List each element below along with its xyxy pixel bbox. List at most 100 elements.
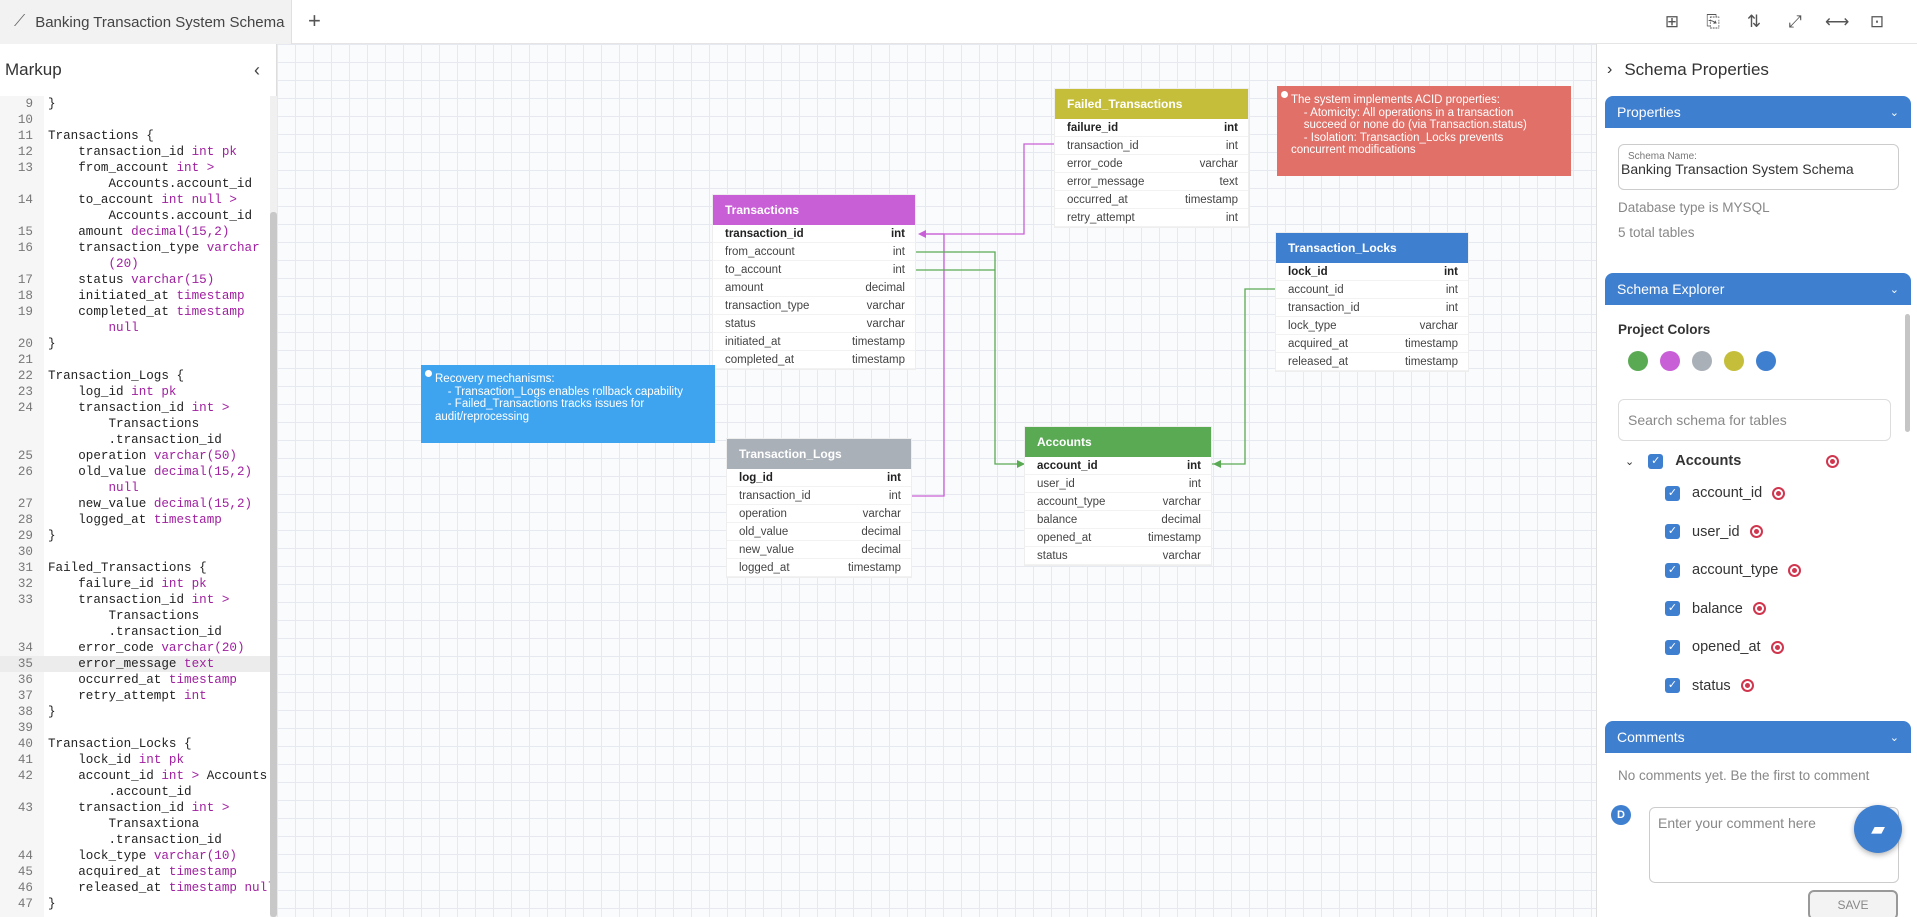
add-tab-button[interactable]: +	[308, 8, 321, 33]
checkbox-icon[interactable]: ✓	[1665, 562, 1680, 578]
code-line[interactable]: 10	[0, 112, 270, 128]
checkbox-icon[interactable]: ✓	[1665, 601, 1680, 616]
code-line[interactable]: 26 old_value decimal(15,2)	[0, 464, 270, 480]
color-swatch[interactable]	[1660, 351, 1680, 371]
color-swatch[interactable]	[1692, 351, 1712, 371]
code-line[interactable]: 47}	[0, 896, 270, 912]
table-header[interactable]: Transaction_Locks	[1276, 233, 1468, 263]
tree-field[interactable]: ✓status	[1665, 675, 1754, 697]
code-line[interactable]: 13 from_account int >	[0, 160, 270, 176]
fullscreen-icon[interactable]: ⤢	[1788, 12, 1802, 31]
code-line[interactable]: 24 transaction_id int >	[0, 400, 270, 416]
code-line[interactable]: 19 completed_at timestamp	[0, 304, 270, 320]
code-line[interactable]: 17 status varchar(15)	[0, 272, 270, 288]
code-line[interactable]: 21	[0, 352, 270, 368]
code-line[interactable]: 20}	[0, 336, 270, 352]
section-schema-explorer[interactable]: Schema Explorer ⌄	[1605, 273, 1911, 305]
code-line[interactable]: 36 occurred_at timestamp	[0, 672, 270, 688]
color-swatch[interactable]	[1756, 351, 1776, 371]
code-line[interactable]: .transaction_id	[0, 624, 270, 640]
note-handle-icon[interactable]	[1281, 91, 1288, 98]
table-header[interactable]: Accounts	[1025, 427, 1211, 457]
code-line[interactable]: (20)	[0, 256, 270, 272]
section-properties[interactable]: Properties ⌄	[1605, 96, 1911, 128]
code-line[interactable]: 34 error_code varchar(20)	[0, 640, 270, 656]
tree-field[interactable]: ✓account_id	[1665, 482, 1786, 504]
tree-field[interactable]: ✓user_id	[1665, 521, 1763, 543]
comment-input[interactable]: Enter your comment here	[1649, 807, 1899, 883]
code-line[interactable]: 27 new_value decimal(15,2)	[0, 496, 270, 512]
code-line[interactable]: 37 retry_attempt int	[0, 688, 270, 704]
tab-schema[interactable]: ⟋ Banking Transaction System Schema	[0, 0, 292, 44]
schema-name-field[interactable]: Schema Name: Banking Transaction System …	[1618, 144, 1899, 190]
target-icon[interactable]	[1788, 563, 1802, 577]
code-line[interactable]: 28 logged_at timestamp	[0, 512, 270, 528]
tree-field[interactable]: ✓account_type	[1665, 559, 1802, 581]
color-swatch[interactable]	[1628, 351, 1648, 371]
code-line[interactable]: 30	[0, 544, 270, 560]
save-button[interactable]: SAVE	[1808, 890, 1898, 917]
schema-search-input[interactable]: Search schema for tables	[1618, 399, 1891, 441]
select-area-icon[interactable]: ⊡	[1869, 12, 1885, 31]
code-line[interactable]: 42 account_id int > Accounts	[0, 768, 270, 784]
chat-button[interactable]: ▰	[1854, 805, 1902, 853]
code-line[interactable]: 14 to_account int null >	[0, 192, 270, 208]
code-line[interactable]: Transactions	[0, 608, 270, 624]
color-swatch[interactable]	[1724, 351, 1744, 371]
checkbox-icon[interactable]: ✓	[1665, 639, 1680, 655]
target-icon[interactable]	[1749, 525, 1763, 538]
code-line[interactable]: 43 transaction_id int >	[0, 800, 270, 816]
target-icon[interactable]	[1826, 454, 1840, 468]
table-header[interactable]: Transaction_Logs	[727, 439, 911, 469]
code-line[interactable]: 32 failure_id int pk	[0, 576, 270, 592]
collapse-left-icon[interactable]: ‹	[254, 59, 260, 80]
code-line[interactable]: 45 acquired_at timestamp	[0, 864, 270, 880]
code-line[interactable]: Accounts.account_id	[0, 176, 270, 192]
target-icon[interactable]	[1770, 640, 1784, 654]
code-line[interactable]: 15 amount decimal(15,2)	[0, 224, 270, 240]
code-line[interactable]: 33 transaction_id int >	[0, 592, 270, 608]
code-line[interactable]: 23 log_id int pk	[0, 384, 270, 400]
target-icon[interactable]	[1772, 486, 1786, 500]
note-recovery[interactable]: Recovery mechanisms: - Transaction_Logs …	[421, 365, 715, 443]
checkbox-icon[interactable]: ✓	[1665, 678, 1680, 693]
target-icon[interactable]	[1752, 602, 1766, 615]
code-line[interactable]: 39	[0, 720, 270, 736]
code-line[interactable]: 9}	[0, 96, 270, 112]
table-header[interactable]: Transactions	[713, 195, 915, 225]
table-header[interactable]: Failed_Transactions	[1055, 89, 1248, 119]
expand-right-icon[interactable]: ›	[1607, 61, 1613, 78]
code-line[interactable]: Accounts.account_id	[0, 208, 270, 224]
code-line[interactable]: 35 error_message text	[0, 656, 270, 672]
target-icon[interactable]	[1740, 679, 1754, 692]
